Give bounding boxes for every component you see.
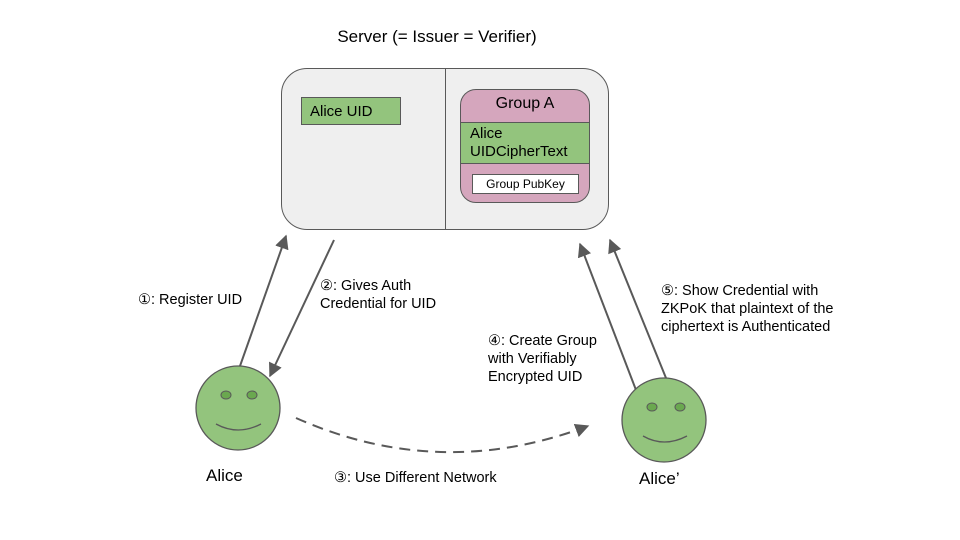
step4-label-line-3: Encrypted UID <box>488 369 583 385</box>
step5-label-line-3: ciphertext is Authenticated <box>661 319 831 335</box>
step5-label: ⑤: Show Credential with ZKPoK that plain… <box>661 282 834 336</box>
step1-arrow <box>239 234 289 367</box>
step2-label-line-2: Credential for UID <box>320 296 437 312</box>
ciphertext-line-2: UIDCipherText <box>470 143 568 160</box>
step3-dashed-arrow <box>295 417 590 454</box>
alice-face-icon <box>195 365 281 451</box>
alice-uid-box: Alice UID <box>301 97 401 125</box>
alice-prime-label: Alice’ <box>639 469 680 488</box>
step1-label: ①: Register UID <box>138 292 243 308</box>
ciphertext-line-1: Alice <box>470 125 503 142</box>
step4-label-line-1: ④: Create Group <box>488 333 597 349</box>
step5-arrow <box>608 238 667 379</box>
server-divider <box>445 69 447 230</box>
alice-prime-face-icon <box>621 377 707 463</box>
group-a-box: Group A Alice UIDCipherText Group PubKey <box>460 89 590 203</box>
step5-label-line-2: ZKPoK that plaintext of the <box>661 301 834 317</box>
step2-label: ②: Gives Auth Credential for UID <box>320 277 436 313</box>
step3-label: ③: Use Different Network <box>334 470 497 486</box>
step4-arrow <box>577 242 637 391</box>
group-pubkey-box: Group PubKey <box>472 174 579 194</box>
step4-label: ④: Create Group with Verifiably Encrypte… <box>488 332 597 386</box>
alice-label: Alice <box>206 466 243 485</box>
step4-label-line-2: with Verifiably <box>488 351 577 367</box>
step2-arrow <box>269 239 335 378</box>
alice-uid-ciphertext: Alice UIDCipherText <box>461 122 589 164</box>
step2-label-line-1: ②: Gives Auth <box>320 278 412 294</box>
step5-label-line-1: ⑤: Show Credential with <box>661 283 819 299</box>
group-a-title: Group A <box>495 95 555 112</box>
server-title: Server (= Issuer = Verifier) <box>337 27 537 46</box>
